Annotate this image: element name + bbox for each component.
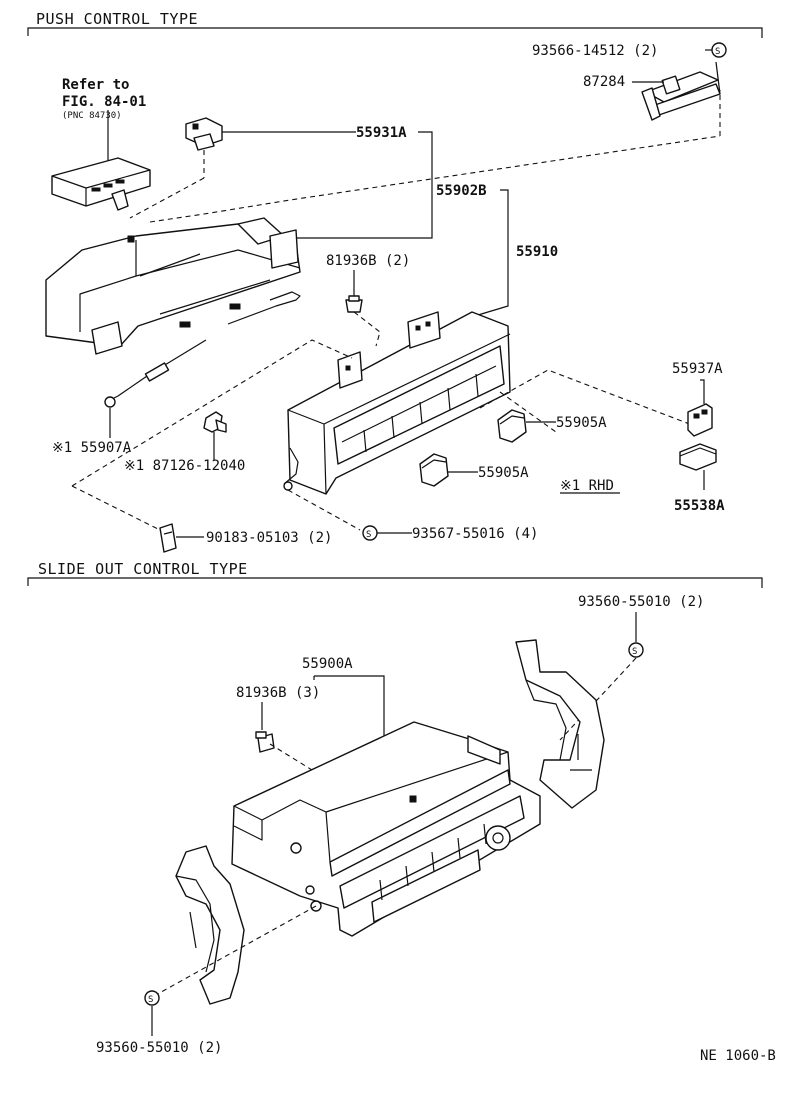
label-81936B-3: 81936B (3) [236, 685, 320, 701]
leader-55902B: 55902B 55910 [436, 183, 558, 319]
part-90183-clip: 90183-05103 (2) [159, 523, 332, 553]
label-55900A: 55900A [302, 656, 353, 672]
screw-symbol-top: S [632, 647, 637, 657]
slide-section-frame: SLIDE OUT CONTROL TYPE [27, 560, 763, 588]
connector-assembly [51, 157, 151, 211]
label-87284: 87284 [583, 74, 625, 90]
label-93560-bottom: 93560-55010 (2) [96, 1040, 222, 1056]
label-55538A: 55538A [674, 498, 725, 514]
screw-symbol-bottom: S [148, 995, 153, 1005]
refer-line-1: Refer to [62, 77, 129, 93]
slide-section-title: SLIDE OUT CONTROL TYPE [38, 560, 248, 578]
label-55905A-2: 55905A [478, 465, 529, 481]
part-55931A-clip: 55931A [129, 117, 433, 239]
control-assembly-left: ※1 55907A [45, 217, 301, 456]
part-55937A: 55937A [672, 361, 723, 437]
part-81936B-clip: 81936B (2) [326, 253, 410, 347]
refer-line-2: FIG. 84-01 [62, 94, 146, 110]
push-section-title: PUSH CONTROL TYPE [36, 10, 198, 28]
push-section-frame: PUSH CONTROL TYPE [27, 10, 763, 38]
part-55900A-leader: 55900A 81936B (3) [236, 656, 385, 771]
label-93560-top: 93560-55010 (2) [578, 594, 704, 610]
label-55931A: 55931A [356, 125, 407, 141]
label-55937A: 55937A [672, 361, 723, 377]
part-87284-bracket: 87284 S 93566-14512 (2) [532, 42, 727, 121]
label-87126: ※1 87126-12040 [124, 458, 245, 474]
slide-top-screw: 93560-55010 (2) S [559, 594, 704, 741]
label-81936B-2: 81936B (2) [326, 253, 410, 269]
part-55538A: 55538A [674, 443, 725, 514]
part-55905A-knob-2: 55905A [419, 453, 529, 487]
part-93567-screw: S 93567-55016 (4) [362, 525, 538, 542]
label-55907A: ※1 55907A [52, 440, 132, 456]
part-55910-control-panel [283, 311, 511, 495]
right-bracket [515, 639, 605, 809]
label-93567: 93567-55016 (4) [412, 526, 538, 542]
refer-note: Refer to FIG. 84-01 (PNC 84730) [62, 77, 146, 162]
label-55902B: 55902B [436, 183, 487, 199]
label-93566: 93566-14512 (2) [532, 43, 658, 59]
slide-bottom-screw: S 93560-55010 (2) [96, 905, 317, 1056]
figure-code: NE 1060-B [700, 1048, 776, 1064]
label-rhd: ※1 RHD [560, 478, 614, 494]
label-55910: 55910 [516, 244, 558, 260]
label-90183: 90183-05103 (2) [206, 530, 332, 546]
refer-line-3: (PNC 84730) [62, 111, 122, 121]
screw-symbol: S [715, 47, 720, 57]
left-bracket [175, 845, 245, 1005]
part-55900A-control-unit [231, 721, 541, 937]
part-87126-clip: ※1 87126-12040 [124, 411, 245, 474]
part-55905A-knob-1: 55905A [497, 409, 607, 443]
label-55905A-1: 55905A [556, 415, 607, 431]
screw-symbol-93567: S [366, 530, 371, 540]
